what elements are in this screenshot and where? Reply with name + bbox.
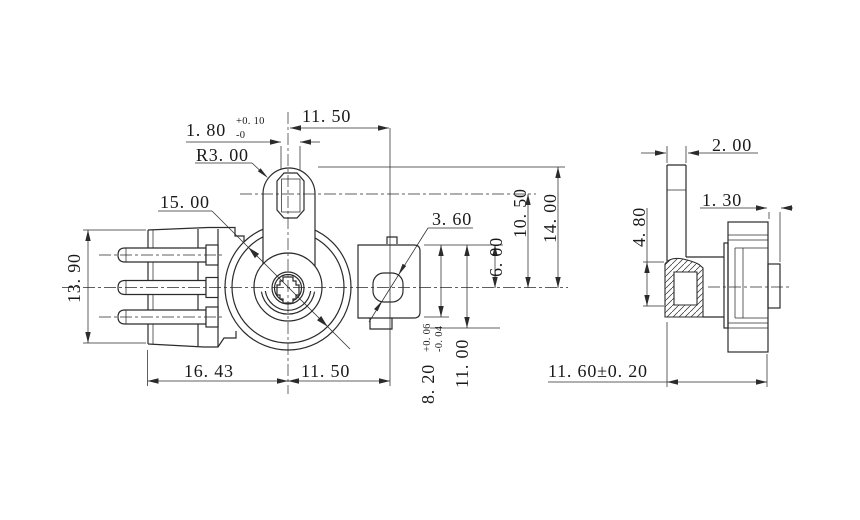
leader-arrow <box>317 316 328 327</box>
lever-slot-inner <box>281 178 301 213</box>
leader-arrow <box>398 263 407 276</box>
dim-housing-height: 13. 90 <box>64 253 84 303</box>
dim-tab-height-lower-tol: -0. 04 <box>434 325 445 352</box>
dim-hole-diameter: 3. 60 <box>432 209 472 229</box>
centerlines <box>62 112 792 394</box>
dim-tab-total-height: 11. 00 <box>452 339 472 388</box>
dim-bottom-offset: 11. 50 <box>301 361 350 381</box>
side-shaft-tip <box>767 263 781 309</box>
lever-slot-outline <box>276 172 305 219</box>
dim-shaft-tip: 1. 30 <box>702 190 742 210</box>
housing-top-edge <box>147 226 245 242</box>
dimension-lines <box>85 125 793 385</box>
housing-bottom-edge <box>147 331 237 348</box>
side-view <box>664 164 781 353</box>
section-hatch <box>664 257 704 318</box>
dim-tab-height: 8. 20 <box>418 364 438 404</box>
extension-lines <box>83 146 781 387</box>
tab-upper-notch <box>386 236 398 244</box>
dim-section-height: 4. 80 <box>629 207 649 247</box>
lever-arm-outline <box>262 167 316 270</box>
dim-slot-width-upper-tol: +0. 10 <box>236 116 265 127</box>
dim-overall-depth: 11. 60±0. 20 <box>548 361 648 381</box>
leader-arrow <box>374 300 383 312</box>
dim-top-offset: 11. 50 <box>302 106 351 126</box>
leader-arrow <box>248 247 260 259</box>
dim-body-width: 16. 43 <box>184 361 234 381</box>
dimension-labels: 1. 80 +0. 10 -0 11. 50 R3. 00 15. 00 3. … <box>64 106 752 404</box>
dim-slot-center-height: 10. 50 <box>510 188 530 238</box>
tab-lower-neck <box>369 318 393 330</box>
dim-slot-width: 1. 80 <box>186 120 226 140</box>
fillet-arc-outer <box>260 291 316 315</box>
dim-lever-height: 14. 00 <box>540 193 560 243</box>
dim-tab-top-to-center: 6. 00 <box>486 237 506 277</box>
dim-hub-diameter: 15. 00 <box>160 192 210 212</box>
dim-tab-height-group: 8. 20 +0. 06 -0. 04 <box>418 323 445 404</box>
dim-radius: R3. 00 <box>196 145 249 165</box>
dim-slot-width-lower-tol: -0 <box>236 130 245 141</box>
dim-lever-thickness: 2. 00 <box>712 135 752 155</box>
leader-arrow <box>257 168 268 178</box>
dim-tab-height-upper-tol: +0. 06 <box>422 323 433 352</box>
